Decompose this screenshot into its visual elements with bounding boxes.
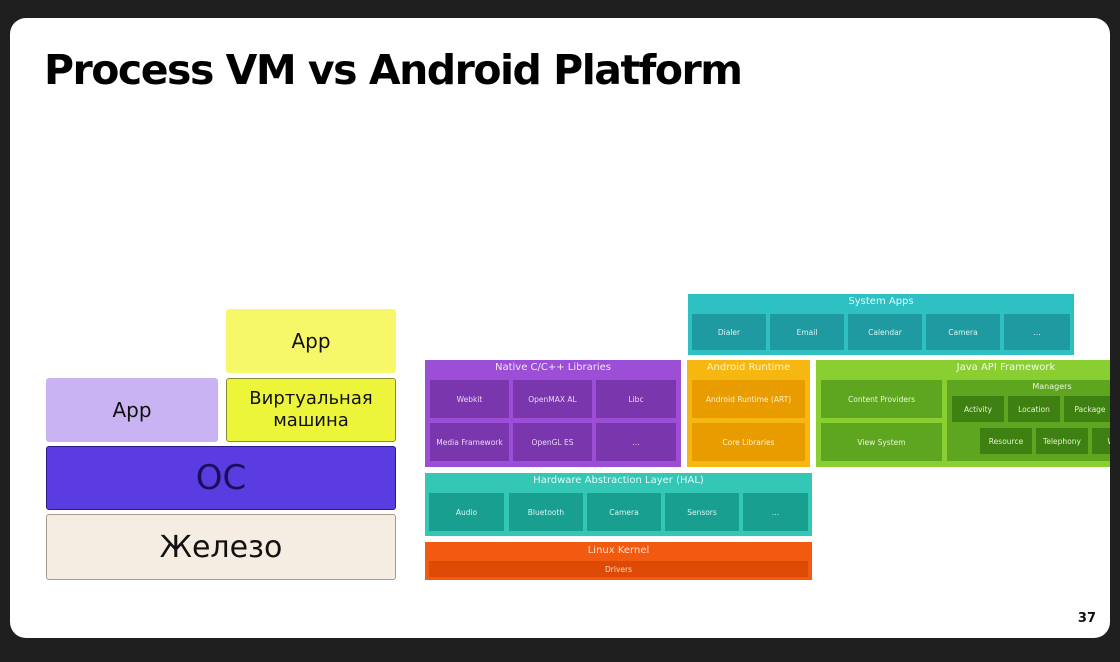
system-apps-layer: System Apps Dialer Email Calendar Camera… [688,294,1074,355]
native-lib-item: ... [596,423,676,461]
page-number: 37 [1077,611,1096,626]
runtime-item: Android Runtime (ART) [692,380,805,418]
native-lib-item: OpenMAX AL [513,380,592,418]
system-app-item: Calendar [848,314,922,350]
hardware-box-label: Железо [159,529,283,565]
slide-title: Process VM vs Android Platform [44,46,743,94]
native-lib-item: Libc [596,380,676,418]
app-box-top: App [226,309,396,373]
hardware-box: Железо [46,514,396,580]
manager-item: Package [1064,396,1110,422]
hal-layer: Hardware Abstraction Layer (HAL) Audio B… [425,473,812,536]
managers-title: Managers [1032,382,1072,391]
java-api-item: Content Providers [821,380,942,418]
native-lib-item: OpenGL ES [513,423,592,461]
native-libs-title: Native C/C++ Libraries [494,362,611,373]
hal-title: Hardware Abstraction Layer (HAL) [533,475,704,486]
manager-item: Telephony [1036,428,1088,454]
manager-item: Activity [952,396,1004,422]
managers-group: Managers Activity Location Package Resou… [947,380,1110,461]
system-app-item: Email [770,314,844,350]
android-runtime-layer: Android Runtime Android Runtime (ART) Co… [687,360,810,467]
os-box: ОС [46,446,396,510]
system-app-item: Camera [926,314,1000,350]
android-runtime-title: Android Runtime [706,362,791,373]
hal-item: Audio [429,493,504,531]
native-libs-layer: Native C/C++ Libraries Webkit OpenMAX AL… [425,360,681,467]
hal-item: Camera [587,493,661,531]
manager-item: Resource [980,428,1032,454]
manager-item: Location [1008,396,1060,422]
system-apps-title: System Apps [848,296,914,307]
os-box-label: ОС [195,458,247,498]
app-box-left: App [46,378,218,442]
java-api-layer: Java API Framework Content Providers Vie… [816,360,1110,467]
linux-kernel-layer: Linux Kernel Drivers [425,542,812,580]
vm-box: Виртуальная машина [226,378,396,442]
native-lib-item: Webkit [430,380,509,418]
hal-item: Sensors [665,493,739,531]
app-box-left-label: App [112,398,152,422]
app-box-top-label: App [291,329,331,353]
system-app-item: ... [1004,314,1070,350]
manager-item: Wi [1092,428,1110,454]
hal-item: Bluetooth [509,493,583,531]
java-api-title: Java API Framework [956,362,1056,373]
vm-box-label: Виртуальная машина [249,388,373,431]
slide: Process VM vs Android Platform App App В… [10,18,1110,638]
runtime-item: Core Libraries [692,423,805,461]
kernel-drivers: Drivers [429,561,808,577]
kernel-title: Linux Kernel [587,545,650,556]
java-api-item: View System [821,423,942,461]
native-lib-item: Media Framework [430,423,509,461]
system-app-item: Dialer [692,314,766,350]
hal-item: ... [743,493,808,531]
